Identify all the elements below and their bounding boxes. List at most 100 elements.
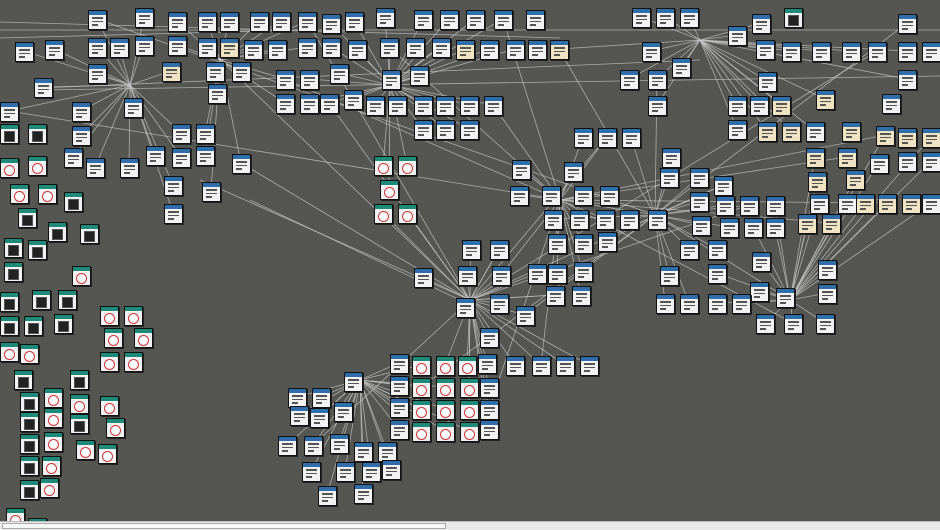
document-node[interactable] [378,442,397,462]
document-node[interactable] [902,194,921,214]
document-node[interactable] [164,176,183,196]
document-node[interactable] [876,126,895,146]
document-node[interactable] [232,62,251,82]
image-node[interactable] [436,400,455,420]
image-node[interactable] [64,192,83,212]
document-node[interactable] [196,146,215,166]
document-node[interactable] [172,148,191,168]
image-node[interactable] [70,414,89,434]
document-node[interactable] [598,232,617,252]
document-node[interactable] [436,96,455,116]
document-node[interactable] [276,70,295,90]
document-node[interactable] [344,372,363,392]
document-node[interactable] [750,282,769,302]
document-node[interactable] [354,442,373,462]
document-node[interactable] [414,10,433,30]
document-node[interactable] [288,388,307,408]
image-node[interactable] [412,356,431,376]
document-node[interactable] [532,356,551,376]
document-node[interactable] [320,94,339,114]
document-node[interactable] [506,40,525,60]
image-node[interactable] [54,314,73,334]
document-node[interactable] [510,186,529,206]
document-node[interactable] [120,158,139,178]
image-node[interactable] [100,352,119,372]
document-node[interactable] [0,102,19,122]
document-node[interactable] [72,126,91,146]
document-node[interactable] [818,260,837,280]
document-node[interactable] [766,196,785,216]
document-node[interactable] [198,38,217,58]
document-node[interactable] [490,294,509,314]
document-node[interactable] [382,460,401,480]
document-node[interactable] [72,102,91,122]
image-node[interactable] [28,240,47,260]
document-node[interactable] [784,314,803,334]
document-node[interactable] [492,266,511,286]
image-node[interactable] [44,388,63,408]
image-node[interactable] [32,290,51,310]
document-node[interactable] [232,154,251,174]
document-node[interactable] [318,486,337,506]
document-node[interactable] [816,90,835,110]
document-node[interactable] [622,128,641,148]
image-node[interactable] [412,378,431,398]
image-node[interactable] [44,432,63,452]
image-node[interactable] [4,238,23,258]
document-node[interactable] [846,170,865,190]
document-node[interactable] [436,120,455,140]
document-node[interactable] [382,70,401,90]
image-node[interactable] [38,184,57,204]
document-node[interactable] [544,210,563,230]
document-node[interactable] [414,120,433,140]
document-node[interactable] [362,462,381,482]
document-node[interactable] [598,128,617,148]
document-node[interactable] [198,12,217,32]
document-node[interactable] [310,408,329,428]
image-node[interactable] [398,204,417,224]
document-node[interactable] [414,268,433,288]
image-node[interactable] [0,316,19,336]
document-node[interactable] [480,328,499,348]
document-node[interactable] [656,294,675,314]
document-node[interactable] [708,264,727,284]
document-node[interactable] [45,40,64,60]
document-node[interactable] [740,196,759,216]
document-node[interactable] [548,234,567,254]
document-node[interactable] [110,38,129,58]
document-node[interactable] [818,284,837,304]
document-node[interactable] [298,12,317,32]
document-node[interactable] [756,314,775,334]
document-node[interactable] [878,194,897,214]
document-node[interactable] [574,186,593,206]
document-node[interactable] [756,40,775,60]
document-node[interactable] [810,194,829,214]
image-node[interactable] [24,316,43,336]
document-node[interactable] [322,14,341,34]
document-node[interactable] [312,388,331,408]
document-node[interactable] [276,94,295,114]
image-node[interactable] [100,396,119,416]
document-node[interactable] [580,356,599,376]
document-node[interactable] [88,64,107,84]
image-node[interactable] [20,412,39,432]
document-node[interactable] [728,120,747,140]
document-node[interactable] [34,78,53,98]
document-node[interactable] [220,38,239,58]
document-node[interactable] [290,406,309,426]
image-node[interactable] [76,440,95,460]
document-node[interactable] [406,38,425,58]
image-node[interactable] [40,478,59,498]
document-node[interactable] [898,152,917,172]
image-node[interactable] [0,292,19,312]
document-node[interactable] [124,98,143,118]
document-node[interactable] [462,240,481,260]
document-node[interactable] [680,8,699,28]
document-node[interactable] [672,58,691,78]
document-node[interactable] [348,40,367,60]
document-node[interactable] [336,462,355,482]
document-node[interactable] [808,172,827,192]
document-node[interactable] [648,210,667,230]
document-node[interactable] [300,70,319,90]
document-node[interactable] [135,36,154,56]
